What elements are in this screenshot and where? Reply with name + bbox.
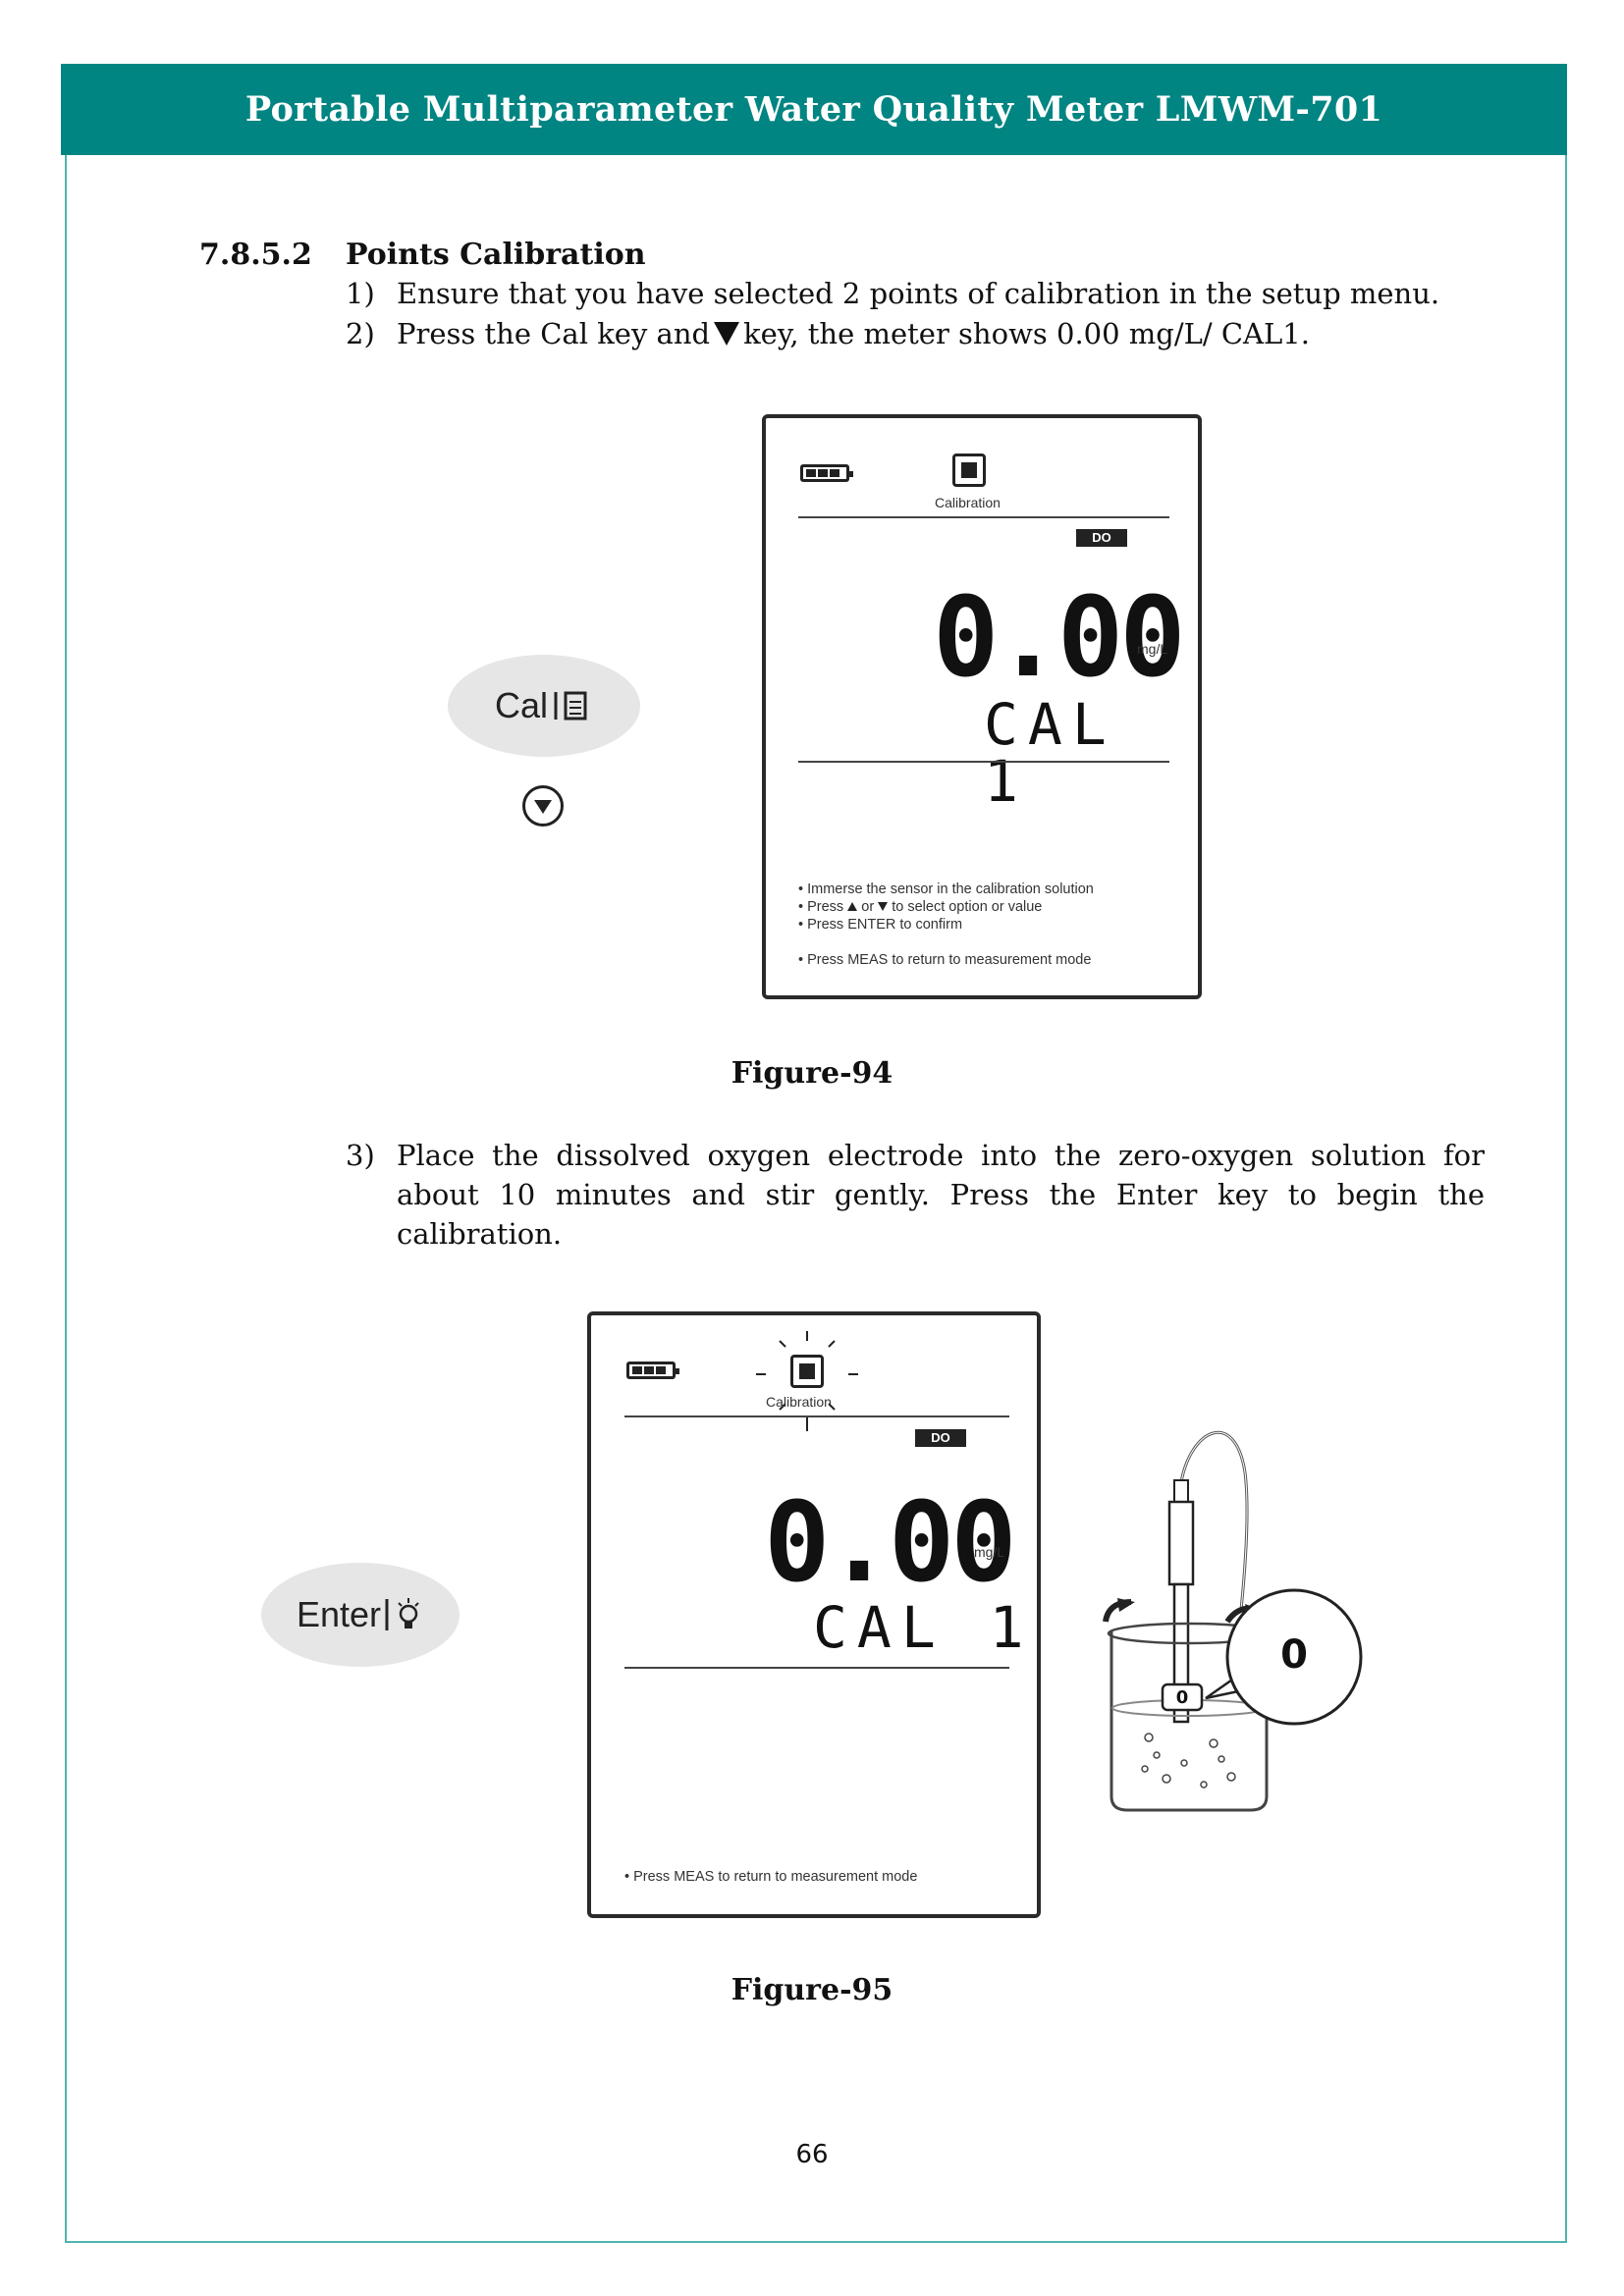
figure-94-caption: Figure-94 — [731, 1056, 893, 1091]
battery-icon — [800, 464, 853, 482]
divider — [624, 1667, 1009, 1669]
figure-95-caption: Figure-95 — [731, 1973, 893, 2007]
enter-key: Enter — [261, 1563, 460, 1667]
divider — [624, 1415, 1009, 1417]
blink-rays-icon — [756, 1331, 858, 1431]
reading-value: 0.00 — [764, 1479, 1017, 1607]
page-header: Portable Multiparameter Water Quality Me… — [61, 64, 1567, 155]
step-number: 3) — [346, 1139, 375, 1172]
callout-label: 0 — [1280, 1632, 1308, 1678]
down-arrow-icon — [878, 902, 889, 911]
calibration-icon-label: Calibration — [935, 495, 1001, 510]
header-title: Portable Multiparameter Water Quality Me… — [244, 89, 1383, 130]
do-tag: DO — [915, 1429, 966, 1447]
section-number: 7.8.5.2 — [199, 238, 312, 272]
note-immerse: • Immerse the sensor in the calibration … — [798, 881, 1094, 897]
divider — [798, 761, 1169, 763]
electrode-in-beaker-illustration — [1103, 1430, 1363, 1812]
divider — [798, 516, 1169, 518]
cal-doc-icon — [554, 691, 587, 721]
cal-key-label: Cal — [494, 685, 549, 725]
step-number: 2) — [346, 317, 375, 350]
calibration-icon — [790, 1355, 824, 1388]
step-text-after: key, the meter shows 0.00 mg/L/ CAL1. — [743, 317, 1310, 350]
calibration-icon-label: Calibration — [766, 1394, 832, 1410]
calibration-icon — [952, 454, 986, 487]
reading-unit: mg/L — [1137, 641, 1168, 657]
battery-icon — [626, 1362, 679, 1379]
note-meas: • Press MEAS to return to measurement mo… — [624, 1869, 918, 1885]
step-text: Place the dissolved oxygen electrode int… — [397, 1139, 1485, 1251]
meter-display-fig95: Calibration DO 0.00 mg/L CAL 1 • Press M… — [587, 1311, 1041, 1918]
cal-key: Cal — [448, 655, 640, 757]
mode-label: CAL 1 — [813, 1594, 1034, 1661]
section-title: Points Calibration — [346, 238, 646, 272]
note-meas: • Press MEAS to return to measurement mo… — [798, 952, 1092, 968]
enter-key-label: Enter — [296, 1594, 382, 1634]
do-tag: DO — [1076, 529, 1127, 547]
step-text: Press the Cal key and key, the meter show… — [397, 314, 1310, 353]
reading-unit: mg/L — [974, 1544, 1005, 1560]
step-number: 1) — [346, 277, 375, 310]
note-confirm: • Press ENTER to confirm — [798, 917, 963, 933]
probe-label: 0 — [1175, 1687, 1189, 1708]
note-select: • Press or to select option or value — [798, 899, 1043, 915]
backlight-bulb-icon — [385, 1598, 419, 1630]
up-arrow-icon — [847, 902, 858, 911]
step-text: Ensure that you have selected 2 points o… — [397, 277, 1440, 310]
reading-value: 0.00 — [933, 574, 1186, 702]
page-number: 66 — [795, 2140, 829, 2169]
down-arrow-icon — [714, 322, 740, 346]
down-key-icon — [522, 785, 564, 827]
step-text-before: Press the Cal key and — [397, 317, 711, 350]
meter-display-fig94: Calibration DO 0.00 mg/L CAL 1 • Immerse… — [762, 414, 1202, 999]
mode-label: CAL 1 — [984, 691, 1116, 815]
